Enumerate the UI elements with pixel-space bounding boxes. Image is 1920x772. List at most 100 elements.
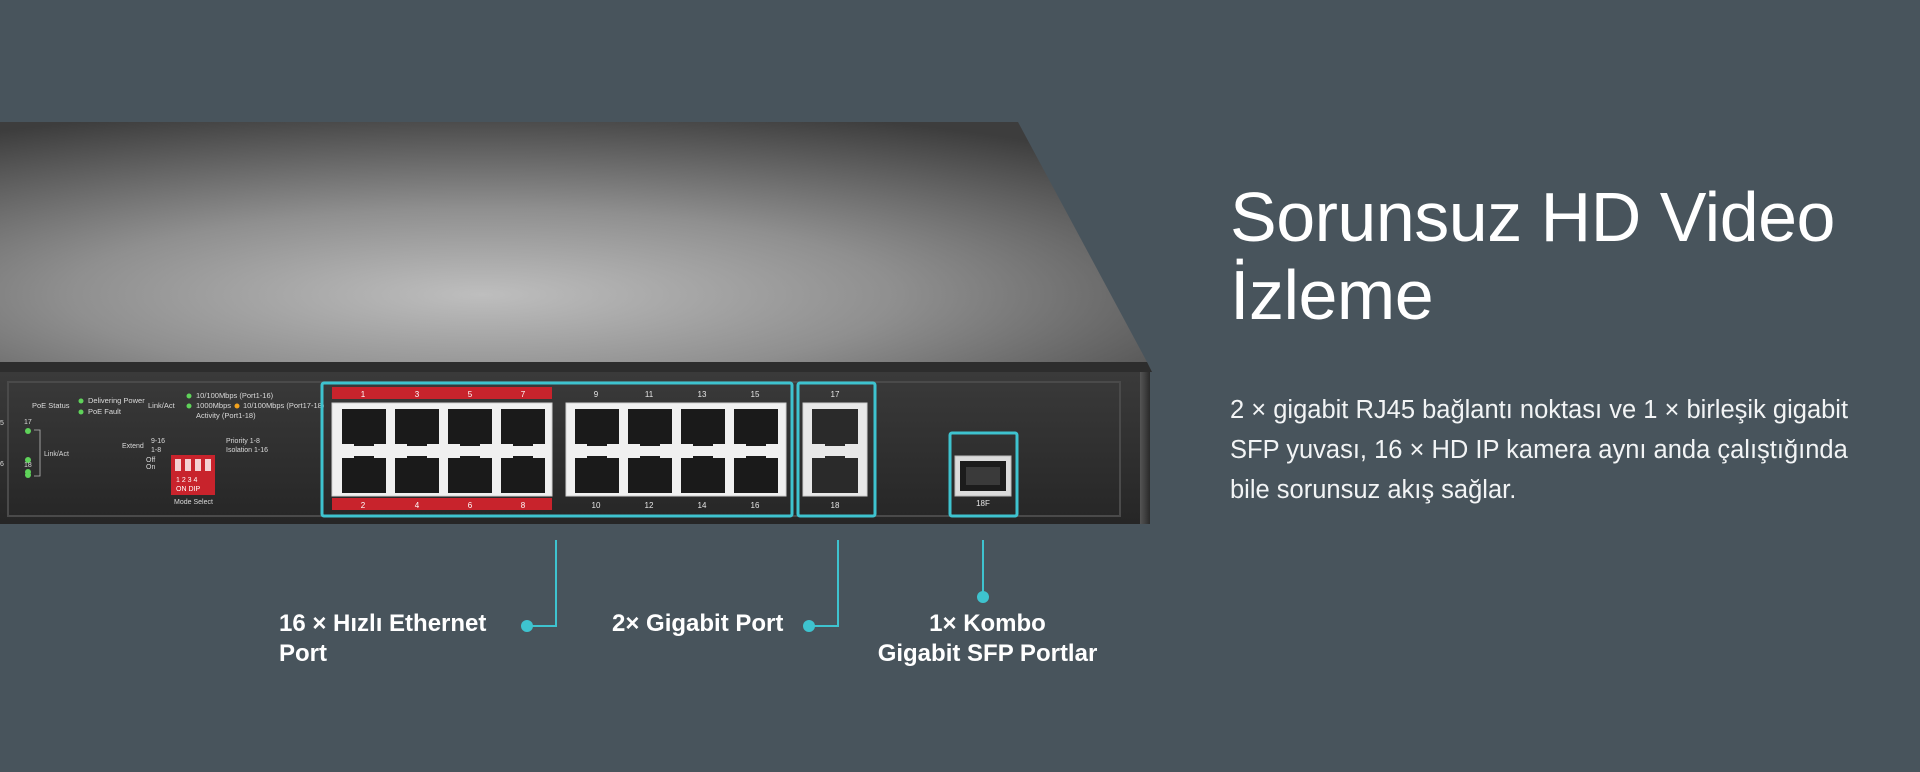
rj45-port[interactable] [681, 456, 725, 493]
rj45-port[interactable] [628, 409, 672, 446]
highlight-sfp [948, 431, 1019, 518]
dip-toggle-1[interactable] [175, 459, 181, 471]
led-5 [25, 428, 31, 434]
rj45-port[interactable] [628, 456, 672, 493]
speed-100-label: 10/100Mbps (Port1-16) [196, 391, 274, 400]
led-17 [25, 457, 31, 463]
link-act-label: Link/Act [148, 401, 176, 410]
mode-select-label: Mode Select [174, 499, 213, 506]
led-poe-fault [78, 409, 84, 415]
extend-ports-label: 9-16 [151, 438, 165, 445]
highlight-frames [320, 381, 1019, 518]
gigabit-port-block: 17 18 [802, 390, 868, 510]
led-delivering-power [78, 398, 84, 404]
switch-rim [0, 362, 1152, 372]
standard-port-block: 9 11 13 15 10 12 14 16 [565, 390, 787, 510]
port-label-17: 17 [831, 390, 840, 399]
led-label-17: 17 [24, 419, 32, 426]
port-label-12: 12 [645, 501, 654, 510]
rj45-port[interactable] [734, 409, 778, 446]
rj45-port[interactable] [395, 409, 439, 446]
status-legend: PoE Status Delivering Power PoE Fault Li… [32, 391, 325, 420]
callout-fast-ethernet-line1: 16 × Hızlı Ethernet [279, 610, 487, 637]
led-label-6: 6 [0, 461, 4, 468]
led-label-5: 5 [0, 420, 4, 427]
port-label-3: 3 [415, 390, 420, 399]
port-label-6: 6 [468, 501, 473, 510]
rj45-port[interactable] [395, 456, 439, 493]
callout-dots [521, 591, 989, 632]
rj45-port[interactable] [812, 456, 858, 493]
hero-title: Sorunsuz HD Video İzleme [1230, 178, 1890, 334]
callout-combo-sfp: 1× Kombo Gigabit SFP Portlar [860, 609, 1115, 669]
port-label-5: 5 [468, 390, 473, 399]
rj45-port[interactable] [734, 456, 778, 493]
port-label-8: 8 [521, 501, 526, 510]
callout-gigabit: 2× Gigabit Port [612, 609, 783, 639]
callout-leaders [528, 540, 984, 627]
rj45-port[interactable] [575, 456, 619, 493]
led-speed-100 [186, 393, 192, 399]
sfp-slot-block: 18F [954, 455, 1012, 508]
dip-on-label: ON DIP [176, 486, 200, 493]
hero-title-line1: Sorunsuz HD Video [1230, 178, 1836, 256]
port-label-18: 18 [831, 501, 840, 510]
priority-label: Priority 1-8 [226, 438, 260, 445]
callout-fast-ethernet: 16 × Hızlı Ethernet Port [279, 609, 486, 669]
poe-fault-label: PoE Fault [88, 407, 122, 416]
leader-gigabit [810, 540, 839, 627]
callout-fast-ethernet-line2: Port [279, 640, 327, 667]
dip-toggle-2[interactable] [185, 459, 191, 471]
speed-gig-label: 10/100Mbps (Port17-18) [243, 401, 325, 410]
speed-1000-label: 1000Mbps [196, 401, 231, 410]
led-18 [25, 472, 31, 478]
sfp-inner [966, 467, 1000, 485]
dot-gigabit [803, 620, 815, 632]
port-label-16: 16 [751, 501, 760, 510]
rj45-port[interactable] [448, 456, 492, 493]
callout-combo-line2: Gigabit SFP Portlar [877, 640, 1098, 667]
on-label: On [146, 464, 155, 471]
dot-sfp [977, 591, 989, 603]
leader-fast-ethernet [528, 540, 557, 627]
dip-toggle-3[interactable] [195, 459, 201, 471]
dot-fast-ethernet [521, 620, 533, 632]
port-label-18f: 18F [976, 499, 990, 508]
port-label-13: 13 [698, 390, 707, 399]
left-bracket [34, 429, 41, 477]
port-label-9: 9 [594, 390, 599, 399]
left-led-area: 5 17 6 18 Link/Act [0, 419, 69, 478]
rj45-port[interactable] [342, 409, 386, 446]
port-label-11: 11 [645, 390, 654, 399]
rj45-port[interactable] [575, 409, 619, 446]
rj45-port[interactable] [812, 409, 858, 446]
callout-gigabit-line1: 2× Gigabit Port [612, 610, 784, 637]
rj45-port[interactable] [448, 409, 492, 446]
poe-label-strip-bottom [332, 498, 552, 510]
dip-toggle-4[interactable] [205, 459, 211, 471]
hero-description: 2 × gigabit RJ45 bağlantı noktası ve 1 ×… [1230, 396, 1849, 504]
port-label-1: 1 [361, 390, 366, 399]
rj45-port[interactable] [501, 456, 545, 493]
extend-ports2-label: 1-8 [151, 447, 161, 454]
rj45-port[interactable] [501, 409, 545, 446]
rj45-port[interactable] [342, 456, 386, 493]
port-label-4: 4 [415, 501, 420, 510]
poe-status-label: PoE Status [32, 401, 70, 410]
hero-title-line2: İzleme [1230, 256, 1434, 334]
mode-select-area: Extend 9-16 1-8 Off On Priority 1-8 Isol… [122, 438, 268, 506]
switch-top-cover [0, 122, 1147, 362]
poe-label-strip-top [332, 387, 552, 399]
port-label-14: 14 [698, 501, 707, 510]
highlight-gigabit [796, 381, 877, 518]
switch-side-edge [1140, 372, 1150, 524]
callout-combo-line1: 1× Kombo [929, 610, 1046, 637]
dip-numbers: 1 2 3 4 [176, 477, 198, 484]
rj45-port[interactable] [681, 409, 725, 446]
port-label-15: 15 [751, 390, 760, 399]
isolation-label: Isolation 1-16 [226, 447, 268, 454]
port-label-2: 2 [361, 501, 366, 510]
left-link-act-label: Link/Act [44, 451, 69, 458]
led-speed-gig [234, 403, 240, 409]
